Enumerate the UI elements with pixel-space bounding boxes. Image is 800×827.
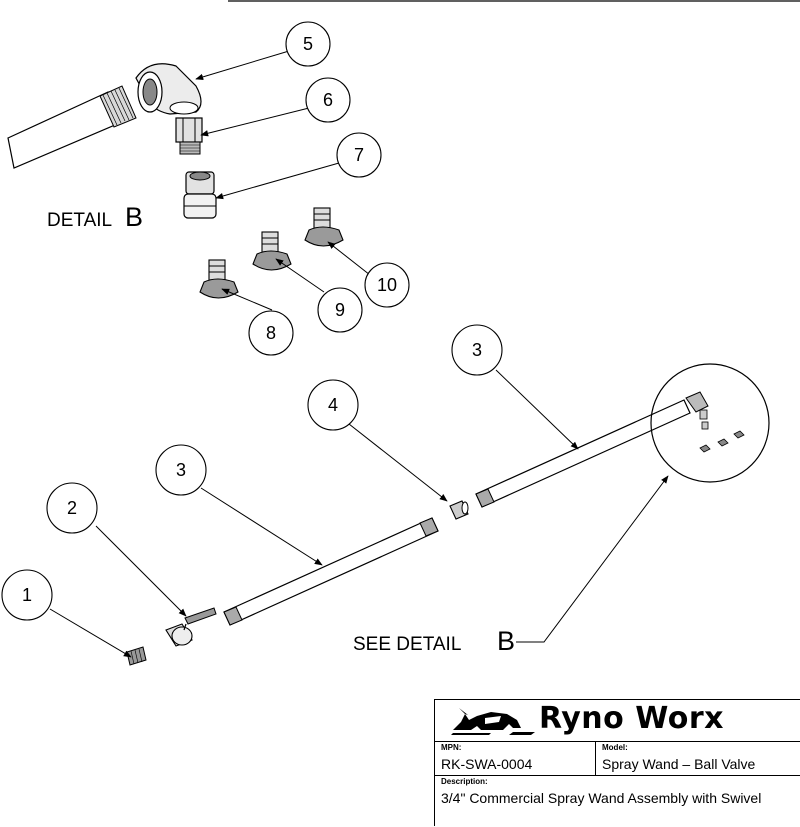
spray-tip-part-8 [199,259,239,299]
spray-tip-part-9 [252,231,292,271]
pipe-part-upper [475,399,691,508]
pipe-part-lower [223,517,439,626]
callout-number: 2 [67,498,77,518]
mpn-label: MPN: [441,743,462,752]
callout-balloon-2: 2 [46,482,98,534]
callout-balloon-3-lower: 3 [155,444,207,496]
callout-number: 9 [335,300,345,320]
hex-nipple-part [175,117,203,155]
callout-number: 1 [22,585,32,605]
leader-lines [49,50,669,658]
see-detail-b-label: SEE DETAIL B [353,626,515,656]
callout-number: 8 [266,323,276,343]
see-detail-label-text: SEE DETAIL [353,634,461,655]
description-label: Description: [441,777,488,786]
ball-valve-part [165,607,217,647]
logo-cell: Ryno Worx [435,700,800,742]
swivel-coupler-part [183,171,217,219]
model-value: Spray Wand – Ball Valve [602,756,756,772]
elbow-fitting-part [135,63,202,115]
model-label: Model: [602,743,628,752]
main-assembly-view [126,363,770,666]
coupling-part [449,500,469,520]
title-block: Ryno Worx MPN: RK-SWA-0004 Model: Spray … [434,699,800,826]
callout-balloon-4: 4 [307,379,359,431]
inlet-fitting-part [126,646,147,666]
callout-balloon-1: 1 [1,569,53,621]
pipe-end-part [7,85,137,169]
mpn-cell: MPN: RK-SWA-0004 [435,742,596,776]
rhino-logo-icon [451,708,535,735]
detail-b-circle [650,363,770,483]
callout-number: 7 [354,145,364,165]
callout-number: 6 [323,90,333,110]
callout-number: 4 [328,395,338,415]
callout-balloon-9: 9 [317,287,363,333]
see-detail-letter-text: B [497,626,515,656]
callout-balloon-7: 7 [336,132,382,178]
callout-balloon-5: 5 [285,21,331,67]
detail-letter-text: B [125,202,143,232]
callout-balloon-3-upper: 3 [451,324,503,376]
callout-number: 10 [377,275,397,295]
callout-balloon-10: 10 [364,262,410,308]
description-cell: Description: 3/4" Commercial Spray Wand … [435,776,800,827]
detail-b-label: DETAIL B [47,202,143,232]
mpn-value: RK-SWA-0004 [441,756,533,772]
spray-tip-part-10 [304,207,344,247]
description-value: 3/4" Commercial Spray Wand Assembly with… [441,790,762,806]
model-cell: Model: Spray Wand – Ball Valve [596,742,800,776]
callout-number: 3 [472,340,482,360]
detail-label-text: DETAIL [47,210,112,231]
callout-balloon-8: 8 [248,310,294,356]
brand-name: Ryno Worx [539,701,724,736]
callout-balloon-6: 6 [305,77,351,123]
callout-number: 3 [176,460,186,480]
detail-b-view [7,63,344,299]
callout-number: 5 [303,34,313,54]
